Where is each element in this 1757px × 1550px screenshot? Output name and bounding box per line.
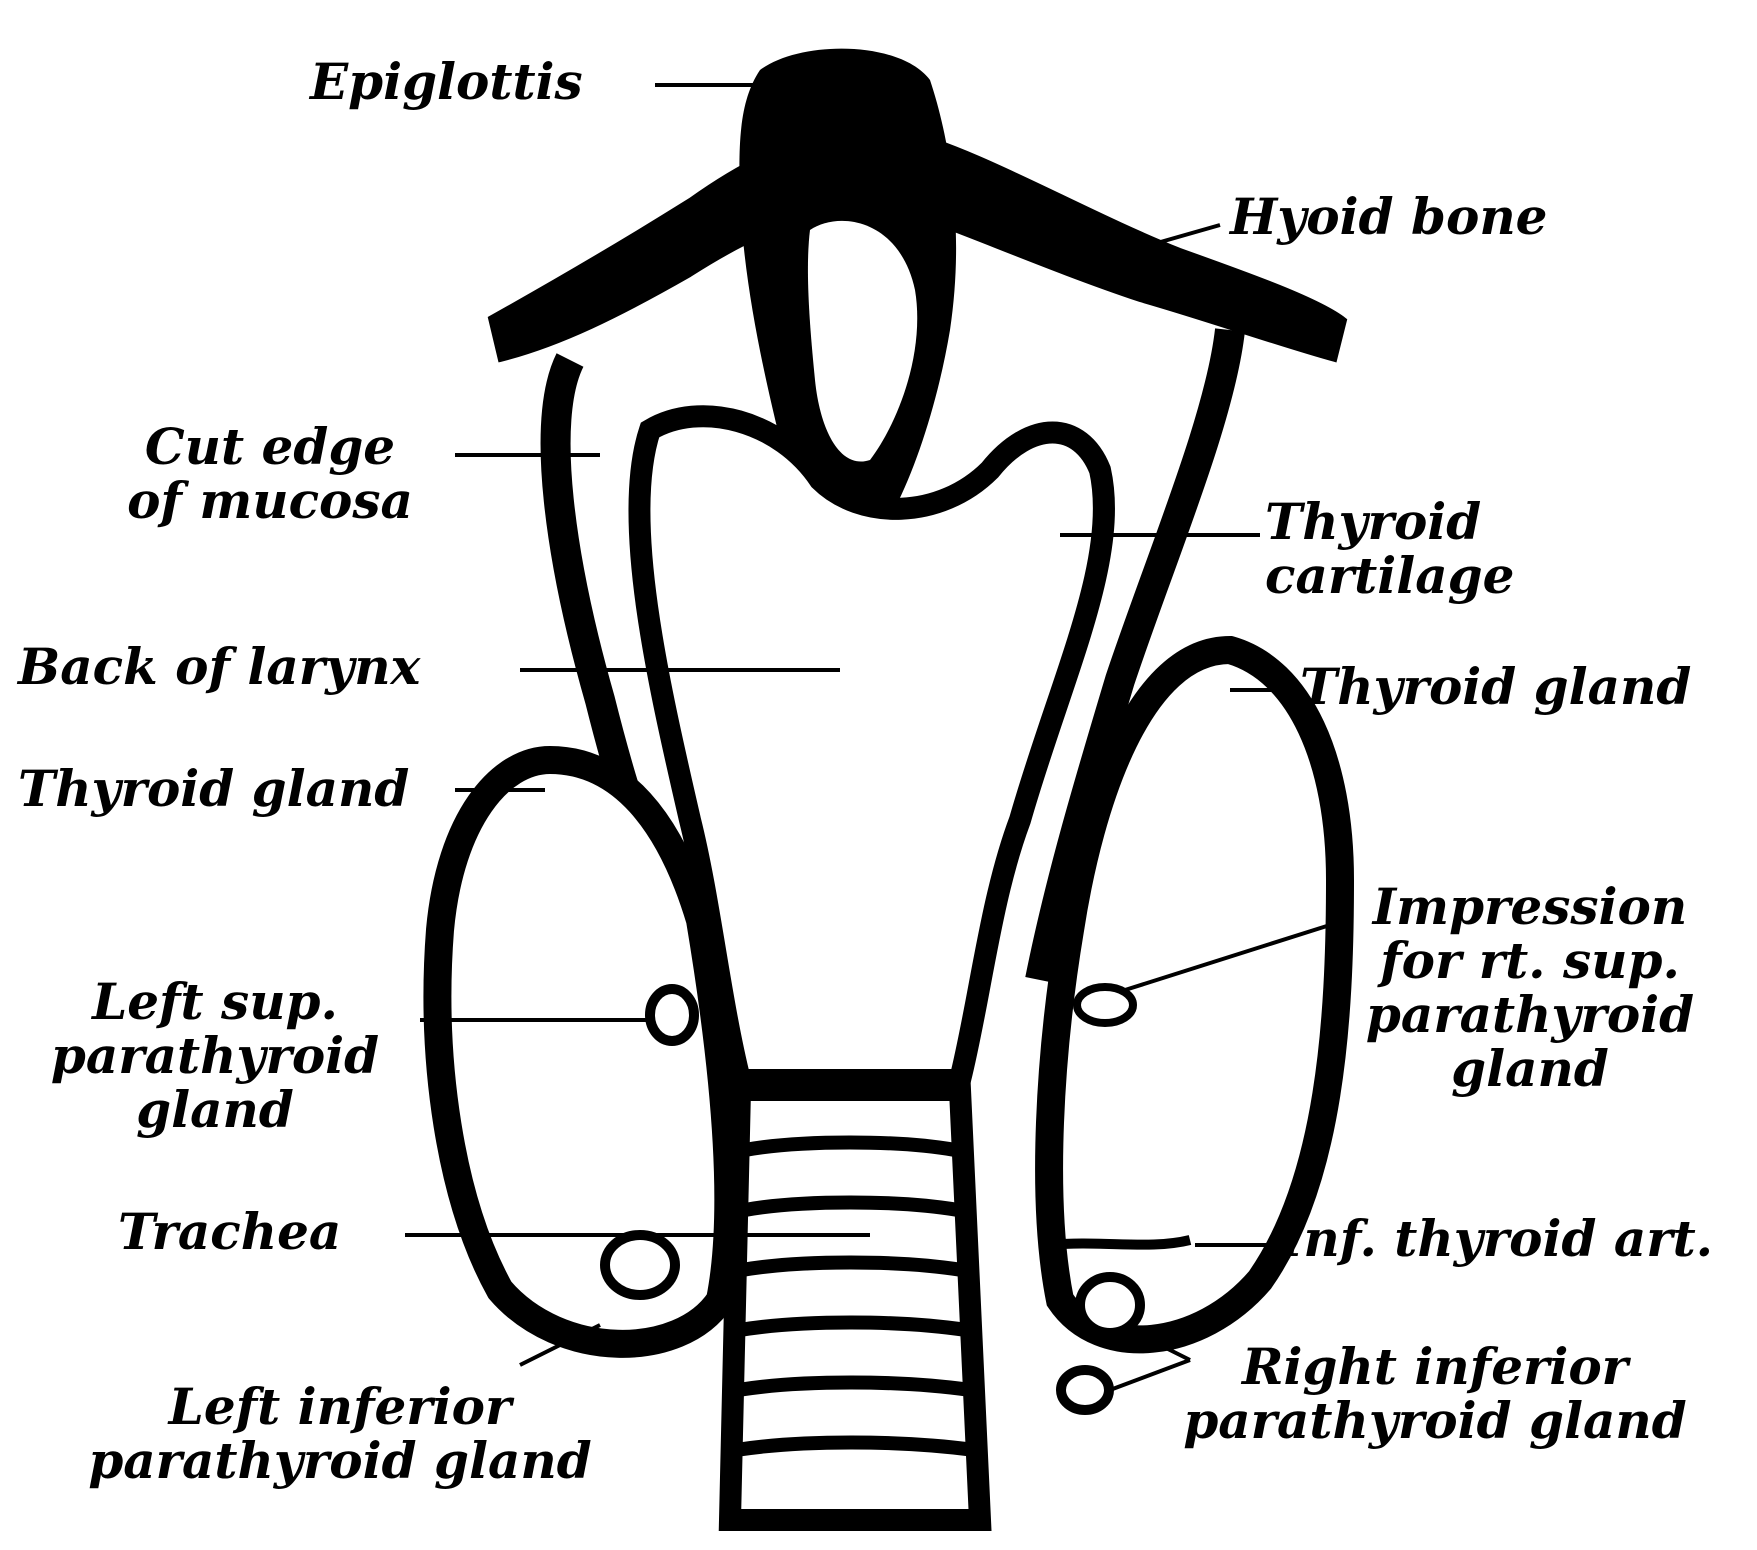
- label-impression-line-1: Impression: [1310, 880, 1750, 934]
- label-impression: Impression for rt. sup. parathyroid glan…: [1310, 880, 1750, 1096]
- label-cut-edge-line-2: of mucosa: [85, 474, 455, 528]
- label-back-of-larynx: Back of larynx: [18, 640, 420, 694]
- right-inf-parathyroid-1: [1080, 1277, 1140, 1333]
- label-thyroid-gland-right: Thyroid gland: [1300, 660, 1691, 714]
- label-hyoid-bone: Hyoid bone: [1230, 190, 1547, 244]
- label-thyroid-cartilage-line-1: Thyroid: [1265, 495, 1514, 549]
- label-left-sup-line-3: gland: [15, 1083, 415, 1137]
- label-left-inferior-line-2: parathyroid gland: [30, 1434, 650, 1488]
- label-inf-thyroid-art: Inf. thyroid art.: [1280, 1212, 1713, 1266]
- label-thyroid-gland-left: Thyroid gland: [18, 762, 409, 816]
- label-impression-line-3: parathyroid: [1310, 988, 1750, 1042]
- label-right-inferior-parathyroid: Right inferior parathyroid gland: [1120, 1340, 1750, 1448]
- label-left-inferior-line-1: Left inferior: [30, 1380, 650, 1434]
- label-left-sup-parathyroid: Left sup. parathyroid gland: [15, 975, 415, 1137]
- label-thyroid-cartilage-line-2: cartilage: [1265, 549, 1514, 603]
- label-cut-edge-of-mucosa: Cut edge of mucosa: [85, 420, 455, 528]
- thyroid-lobe-left: [438, 760, 729, 1344]
- label-cut-edge-line-1: Cut edge: [85, 420, 455, 474]
- label-impression-line-4: gland: [1310, 1042, 1750, 1096]
- label-right-inferior-line-2: parathyroid gland: [1120, 1394, 1750, 1448]
- inf-thyroid-artery: [1050, 1240, 1190, 1245]
- label-left-sup-line-2: parathyroid: [15, 1029, 415, 1083]
- label-trachea: Trachea: [118, 1205, 341, 1259]
- label-epiglottis: Epiglottis: [310, 55, 583, 109]
- label-impression-line-2: for rt. sup.: [1310, 934, 1750, 988]
- left-sup-parathyroid: [650, 989, 694, 1041]
- label-thyroid-cartilage: Thyroid cartilage: [1265, 495, 1514, 603]
- label-left-inferior-parathyroid: Left inferior parathyroid gland: [30, 1380, 650, 1488]
- right-inf-parathyroid-2: [1061, 1370, 1109, 1410]
- left-inf-parathyroid: [605, 1235, 675, 1295]
- label-left-sup-line-1: Left sup.: [15, 975, 415, 1029]
- label-right-inferior-line-1: Right inferior: [1120, 1340, 1750, 1394]
